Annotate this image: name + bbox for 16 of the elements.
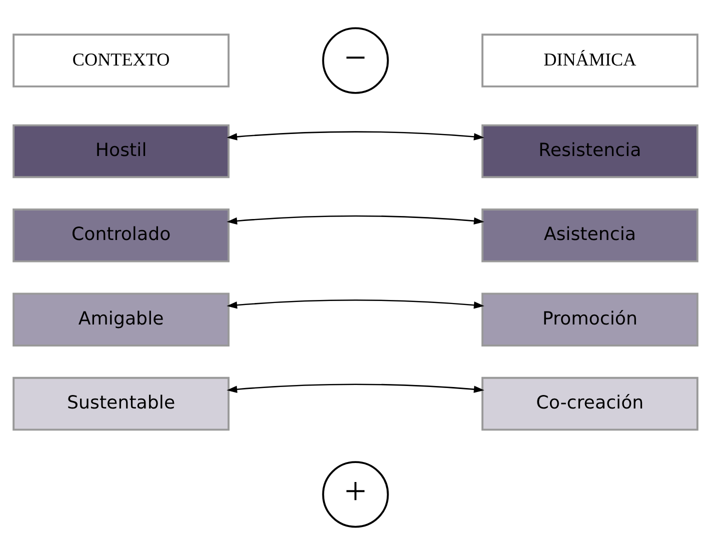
node-box: Promoción xyxy=(481,292,698,346)
node-circle: − xyxy=(322,27,389,94)
arrow xyxy=(226,300,484,309)
arrow xyxy=(226,384,484,393)
arrow xyxy=(226,131,484,140)
node-circle: + xyxy=(322,461,389,528)
node-box: Amigable xyxy=(12,292,230,346)
node-box: Co-creación xyxy=(481,376,698,431)
node-box: Resistencia xyxy=(481,124,698,178)
node-box: DINÁMICA xyxy=(481,34,698,88)
arrow xyxy=(226,215,484,225)
node-box: Sustentable xyxy=(12,376,230,431)
node-box: Hostil xyxy=(12,124,230,178)
node-box: CONTEXTO xyxy=(12,34,230,88)
node-box: Controlado xyxy=(12,208,230,262)
node-box: Asistencia xyxy=(481,208,698,262)
